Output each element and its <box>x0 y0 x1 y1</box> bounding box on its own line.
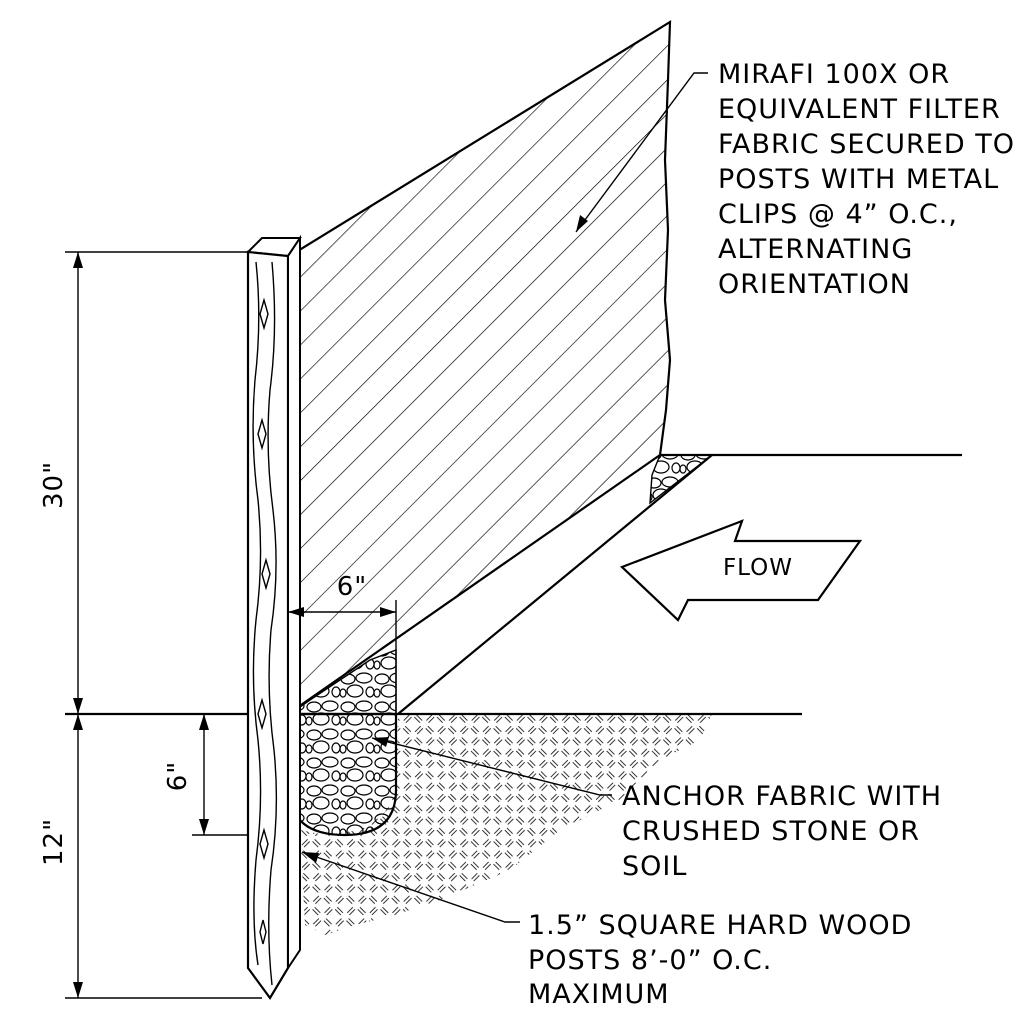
dimension-trench-width: 6" <box>288 572 397 714</box>
filter-fabric <box>288 22 670 714</box>
fabric-edge <box>287 19 672 456</box>
dim-6-horizontal-label: 6" <box>337 572 368 602</box>
dimension-above-grade: 30" <box>39 251 248 714</box>
anchor-callout: ANCHOR FABRIC WITH CRUSHED STONE OR SOIL <box>622 781 942 882</box>
dimension-trench-depth: 6" <box>163 714 248 836</box>
trench-stone <box>288 712 398 837</box>
anchor-callout-line-3: SOIL <box>622 851 687 882</box>
post-callout-line-3: MAXIMUM <box>528 979 670 1006</box>
post-callout-line-1: 1.5” SQUARE HARD WOOD <box>528 910 912 941</box>
fabric-bottom-edge <box>287 454 661 715</box>
dim-30-label: 30" <box>39 461 69 509</box>
fabric-callout-line-1: MIRAFI 100X OR <box>718 59 950 90</box>
anchor-callout-line-2: CRUSHED STONE OR <box>622 816 920 847</box>
fabric-callout: MIRAFI 100X OR EQUIVALENT FILTER FABRIC … <box>718 59 1015 300</box>
fabric-callout-line-4: POSTS WITH METAL <box>718 164 999 195</box>
fabric-callout-line-7: ORIENTATION <box>718 269 911 300</box>
flow-label: FLOW <box>723 555 793 581</box>
ground-slope-lower <box>397 454 713 715</box>
flow-arrow: FLOW <box>619 519 863 622</box>
wood-post <box>245 234 302 1000</box>
fabric-callout-line-2: EQUIVALENT FILTER <box>718 94 1001 125</box>
dim-12-label: 12" <box>39 818 69 866</box>
fabric-leader <box>575 72 708 233</box>
stone-upper-wedge <box>649 454 715 505</box>
post-callout: 1.5” SQUARE HARD WOOD POSTS 8’-0” O.C. M… <box>528 910 912 1010</box>
anchor-callout-line-1: ANCHOR FABRIC WITH <box>622 781 942 812</box>
earth-hatch <box>300 714 712 935</box>
dimension-below-grade: 12" <box>39 714 262 999</box>
dim-6-vertical-label: 6" <box>163 761 193 792</box>
post-callout-line-2: POSTS 8’-0” O.C. <box>528 945 772 976</box>
fabric-callout-line-6: ALTERNATING <box>718 234 913 265</box>
anchor-leader <box>371 737 612 796</box>
post-leader <box>301 851 520 923</box>
fabric-callout-line-5: CLIPS @ 4” O.C., <box>718 199 958 230</box>
fabric-callout-line-3: FABRIC SECURED TO <box>718 129 1015 160</box>
